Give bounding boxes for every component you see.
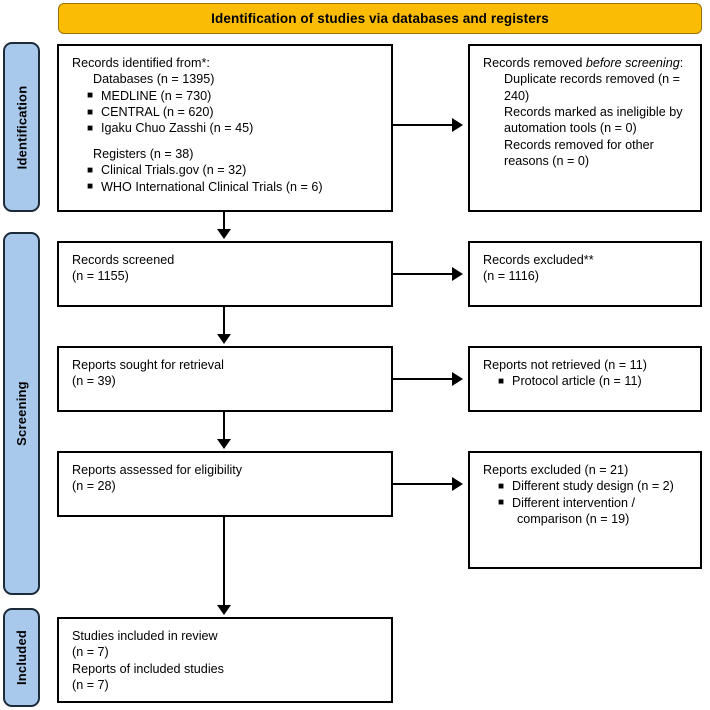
diagram-banner-title: Identification of studies via databases … <box>58 3 702 34</box>
reports-not-retrieved-item-label: Protocol article (n = 11) <box>512 374 642 389</box>
connector-sought-to-not-retrieved <box>393 378 453 380</box>
stage-tab-screening-label: Screening <box>14 381 29 446</box>
spacer <box>72 137 381 146</box>
square-bullet-icon: ■ <box>87 164 94 176</box>
square-bullet-icon: ■ <box>87 106 94 118</box>
records-screened-count: (n = 1155) <box>72 269 129 284</box>
reports-sought-count: (n = 39) <box>72 374 116 389</box>
reports-excluded-item: ■ Different study design (n = 2) <box>483 478 690 494</box>
connector-screened-to-sought <box>223 307 225 336</box>
records-removed-title-plain: Records removed <box>483 56 586 70</box>
stage-tab-included-label: Included <box>14 629 29 686</box>
connector-identified-to-removed <box>393 124 453 126</box>
records-removed-title-italic: before screening <box>585 56 680 70</box>
arrowhead-right-icon <box>452 372 463 386</box>
connector-sought-to-assessed <box>223 412 225 441</box>
register-item: ■ WHO International Clinical Trials (n = … <box>72 179 381 195</box>
square-bullet-icon: ■ <box>87 90 94 102</box>
square-bullet-icon: ■ <box>87 181 94 193</box>
records-removed-item: Records marked as ineligible by automati… <box>504 105 683 136</box>
registers-header: Registers (n = 38) <box>93 146 194 161</box>
arrowhead-down-icon <box>217 334 231 344</box>
studies-included-count: (n = 7) <box>72 645 109 660</box>
database-item-label: MEDLINE (n = 730) <box>101 88 212 103</box>
box-reports-not-retrieved: Reports not retrieved (n = 11) ■ Protocol… <box>468 346 702 412</box>
records-removed-title: Records removed before screening: <box>483 55 690 71</box>
arrowhead-down-icon <box>217 229 231 239</box>
square-bullet-icon: ■ <box>498 480 505 492</box>
register-item-label: Clinical Trials.gov (n = 32) <box>101 163 247 178</box>
arrowhead-right-icon <box>452 477 463 491</box>
records-excluded-count: (n = 1116) <box>483 269 539 284</box>
register-item: ■ Clinical Trials.gov (n = 32) <box>72 162 381 178</box>
box-studies-included: Studies included in review (n = 7) Repor… <box>57 617 393 703</box>
reports-excluded-item: ■ Different intervention / comparison (n … <box>483 495 690 528</box>
box-records-removed-before-screening: Records removed before screening: Duplic… <box>468 44 702 212</box>
reports-excluded-item-label: Different intervention / comparison (n =… <box>512 495 636 527</box>
reports-excluded-item-label: Different study design (n = 2) <box>512 479 674 494</box>
stage-tab-included: Included <box>3 608 40 707</box>
studies-included-label: Studies included in review <box>72 629 218 643</box>
reports-included-label: Reports of included studies <box>72 661 224 676</box>
connector-identified-to-screened <box>223 212 225 231</box>
stage-tab-identification-label: Identification <box>14 85 30 169</box>
box-records-identified: Records identified from*: Databases (n =… <box>57 44 393 212</box>
reports-assessed-label: Reports assessed for eligibility <box>72 463 243 477</box>
square-bullet-icon: ■ <box>498 497 505 509</box>
box-records-excluded: Records excluded** (n = 1116) <box>468 241 702 307</box>
stage-tab-identification: Identification <box>3 42 40 212</box>
arrowhead-right-icon <box>452 118 463 132</box>
reports-sought-label: Reports sought for retrieval <box>72 358 224 372</box>
database-item: ■ MEDLINE (n = 730) <box>72 88 381 104</box>
records-removed-item: Duplicate records removed (n = 240) <box>504 72 681 103</box>
arrowhead-right-icon <box>452 267 463 281</box>
database-item: ■ Igaku Chuo Zasshi (n = 45) <box>72 120 381 136</box>
square-bullet-icon: ■ <box>87 122 94 134</box>
database-item: ■ CENTRAL (n = 620) <box>72 104 381 120</box>
connector-assessed-to-excluded-reports <box>393 483 453 485</box>
box-reports-excluded: Reports excluded (n = 21) ■ Different stu… <box>468 451 702 569</box>
reports-not-retrieved-item: ■ Protocol article (n = 11) <box>483 373 690 389</box>
register-item-label: WHO International Clinical Trials (n = 6… <box>101 179 323 194</box>
records-removed-item: Records removed for other reasons (n = 0… <box>504 137 654 169</box>
square-bullet-icon: ■ <box>498 375 505 387</box>
databases-header: Databases (n = 1395) <box>93 72 215 87</box>
reports-excluded-label: Reports excluded (n = 21) <box>483 463 629 477</box>
connector-screened-to-excluded <box>393 273 453 275</box>
reports-assessed-count: (n = 28) <box>72 479 116 494</box>
database-item-label: Igaku Chuo Zasshi (n = 45) <box>101 121 254 136</box>
database-item-label: CENTRAL (n = 620) <box>101 105 214 120</box>
records-identified-title: Records identified from*: <box>72 56 210 70</box>
records-screened-label: Records screened <box>72 253 175 267</box>
stage-tab-screening: Screening <box>3 232 40 595</box>
box-records-screened: Records screened (n = 1155) <box>57 241 393 307</box>
arrowhead-down-icon <box>217 605 231 615</box>
box-reports-sought-for-retrieval: Reports sought for retrieval (n = 39) <box>57 346 393 412</box>
reports-included-count: (n = 7) <box>72 678 109 693</box>
reports-not-retrieved-label: Reports not retrieved (n = 11) <box>483 358 647 372</box>
records-excluded-label: Records excluded** <box>483 253 594 267</box>
records-removed-title-colon: : <box>679 56 684 70</box>
connector-assessed-to-included <box>223 517 225 607</box>
arrowhead-down-icon <box>217 439 231 449</box>
box-reports-assessed-for-eligibility: Reports assessed for eligibility (n = 28… <box>57 451 393 517</box>
